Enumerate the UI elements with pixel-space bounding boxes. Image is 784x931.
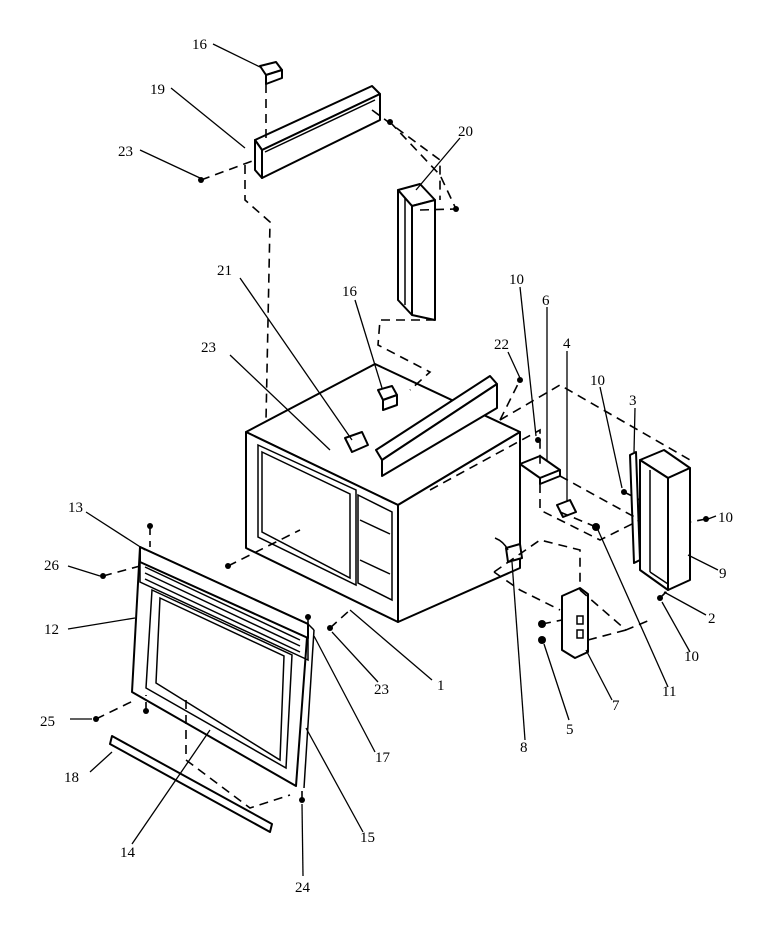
part-label-16-mid: 16 xyxy=(342,284,358,300)
part-label-5: 5 xyxy=(566,722,574,738)
part-label-10-a: 10 xyxy=(509,272,524,288)
part-label-11: 11 xyxy=(662,684,676,700)
part-label-7: 7 xyxy=(612,698,620,714)
mid-bracket xyxy=(344,375,498,477)
part-label-25: 25 xyxy=(40,714,55,730)
block-upper xyxy=(259,61,283,85)
side-panel xyxy=(639,449,691,591)
switch-part xyxy=(494,537,523,563)
part-label-22: 22 xyxy=(494,337,509,353)
part-label-10-d: 10 xyxy=(684,649,699,665)
vertical-channel xyxy=(397,183,436,321)
rod xyxy=(629,451,641,564)
block-middle xyxy=(377,385,398,411)
part-label-4: 4 xyxy=(563,336,571,352)
part-label-23-b: 23 xyxy=(201,340,216,356)
hinge-plate xyxy=(561,587,589,659)
part-label-20: 20 xyxy=(458,124,473,140)
front-frame xyxy=(131,546,315,789)
part-label-24: 24 xyxy=(295,880,311,896)
part-label-15: 15 xyxy=(360,830,375,846)
bottom-strip xyxy=(109,735,273,833)
part-label-10-c: 10 xyxy=(718,510,733,526)
part-label-2: 2 xyxy=(708,611,716,627)
part-label-8: 8 xyxy=(520,740,528,756)
part-label-19: 19 xyxy=(150,82,165,98)
part-label-21: 21 xyxy=(217,263,232,279)
part-label-17: 17 xyxy=(375,750,391,766)
part-label-3: 3 xyxy=(629,393,637,409)
part-label-1: 1 xyxy=(437,678,445,694)
leader-lines xyxy=(67,43,719,877)
microwave-cabinet xyxy=(245,363,521,623)
top-bracket xyxy=(254,85,381,179)
part-label-26: 26 xyxy=(44,558,60,574)
part-label-12: 12 xyxy=(44,622,59,638)
part-label-23-a: 23 xyxy=(118,144,133,160)
part-label-10-b: 10 xyxy=(590,373,605,389)
assembly-lines xyxy=(95,84,707,809)
part-label-23-c: 23 xyxy=(374,682,389,698)
part-label-16-top: 16 xyxy=(192,37,208,53)
part-label-18: 18 xyxy=(64,770,79,786)
part-label-13: 13 xyxy=(68,500,83,516)
part-label-6: 6 xyxy=(542,293,550,309)
part-labels: 1 2 3 4 5 6 7 8 9 10 10 10 10 10 11 12 1… xyxy=(40,37,733,896)
part-label-14: 14 xyxy=(120,845,136,861)
part-label-9: 9 xyxy=(719,566,727,582)
